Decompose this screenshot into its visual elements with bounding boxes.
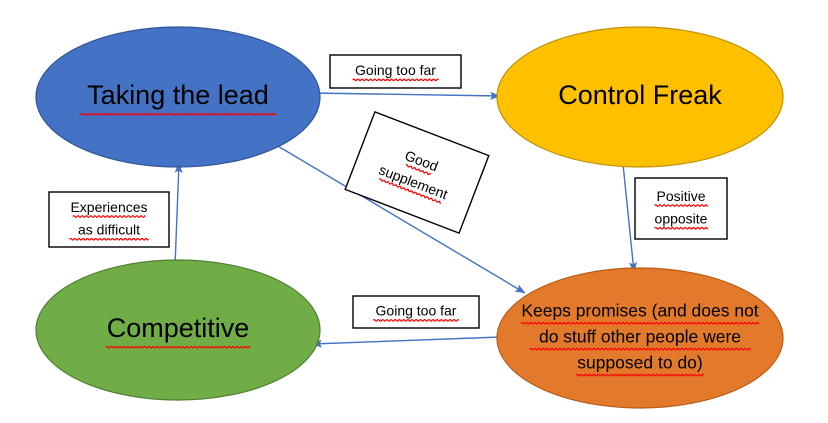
connector-lead-to-control[interactable] [311, 91, 501, 100]
node-shape-keeps-promises[interactable] [496, 267, 784, 409]
edge-label-positive-opposite[interactable]: Positive opposite [634, 177, 728, 240]
node-keeps-promises[interactable]: Keeps promises (and does not do stuff oth… [496, 267, 784, 409]
edge-label-text-going-too-far-top: Going too far [355, 62, 436, 78]
node-label-keeps-promises: do stuff other people were [539, 327, 741, 347]
edge-label-box-going-too-far-bottom[interactable] [352, 295, 480, 329]
node-shape-control-freak[interactable] [496, 26, 784, 168]
connector-control-to-keeps-promises[interactable] [622, 163, 638, 273]
edge-label-going-too-far-bottom[interactable]: Going too far [352, 295, 480, 329]
node-competitive[interactable]: Competitive [35, 259, 321, 401]
spellcheck-squiggle [372, 319, 460, 322]
spellcheck-squiggle [654, 226, 708, 230]
spellcheck-squiggle [105, 345, 251, 349]
edge-label-box-good-supplement[interactable] [344, 110, 490, 235]
edge-labels-layer: Going too farGoodsupplementExperiencesas… [48, 54, 728, 329]
spellcheck-squiggle [405, 164, 431, 176]
spellcheck-squiggle [69, 237, 150, 241]
edge-label-text-experiences-as-difficult: as difficult [78, 222, 140, 238]
node-label-keeps-promises: Keeps promises (and does not [521, 301, 758, 321]
spellcheck-squiggle [654, 204, 708, 207]
edge-label-text-going-too-far-bottom: Going too far [376, 303, 457, 319]
connector-keeps-promises-to-competitive[interactable] [311, 336, 502, 348]
edge-label-going-too-far-top[interactable]: Going too far [329, 54, 462, 89]
edge-label-text-experiences-as-difficult: Experiences [70, 199, 147, 215]
node-label-control-freak: Control Freak [558, 80, 722, 110]
connector-competitive-to-lead[interactable] [174, 162, 183, 267]
connectors-layer [174, 91, 638, 348]
edge-label-box-positive-opposite[interactable] [634, 177, 728, 240]
edge-label-text-positive-opposite: Positive [656, 188, 705, 204]
spellcheck-squiggle [520, 321, 760, 325]
node-shape-taking-the-lead[interactable] [35, 26, 321, 168]
connector-lead-to-keeps-promises[interactable] [270, 141, 526, 294]
node-control-freak[interactable]: Control Freak [496, 26, 784, 168]
node-label-taking-the-lead: Taking the lead [87, 80, 269, 110]
spellcheck-squiggle [79, 112, 277, 116]
spellcheck-squiggle [529, 347, 751, 351]
edge-label-box-experiences-as-difficult[interactable] [48, 191, 170, 248]
spellcheck-squiggle [575, 373, 705, 377]
edge-label-text-positive-opposite: opposite [655, 211, 708, 227]
node-taking-the-lead[interactable]: Taking the lead [35, 26, 321, 168]
node-label-competitive: Competitive [107, 313, 250, 343]
spellcheck-squiggle [352, 78, 439, 82]
edge-label-experiences-as-difficult[interactable]: Experiences as difficult [48, 191, 170, 248]
edge-label-box-going-too-far-top[interactable] [329, 54, 462, 89]
node-label-keeps-promises: supposed to do) [577, 353, 703, 373]
spellcheck-squiggle [378, 178, 442, 204]
spellcheck-squiggle [72, 215, 146, 218]
node-shape-competitive[interactable] [35, 259, 321, 401]
